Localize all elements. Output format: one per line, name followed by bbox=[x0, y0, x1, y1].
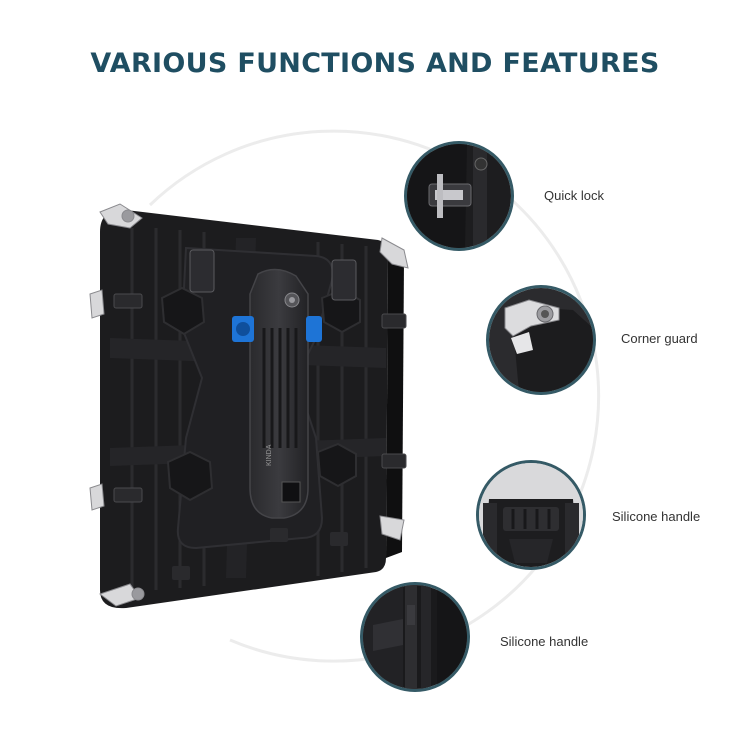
silicone-handle-icon bbox=[479, 463, 583, 567]
page-title: VARIOUS FUNCTIONS AND FEATURES bbox=[90, 48, 660, 79]
led-cabinet-panel: KINDA bbox=[86, 198, 418, 618]
panel-edge-icon bbox=[363, 585, 467, 689]
feature-corner-guard-image bbox=[486, 285, 596, 395]
feature-quick-lock-image bbox=[404, 141, 514, 251]
quick-lock-icon bbox=[407, 144, 511, 248]
feature-label: Silicone handle bbox=[612, 509, 701, 524]
feature-silicone-handle-image bbox=[476, 460, 586, 570]
brand-logo: KINDA bbox=[266, 444, 273, 466]
feature-label: Quick lock bbox=[544, 188, 604, 203]
feature-label: Silicone handle bbox=[500, 634, 589, 649]
corner-guard-icon bbox=[489, 288, 593, 392]
led-cabinet-illustration: KINDA bbox=[89, 203, 409, 609]
feature-panel-edge-image bbox=[360, 582, 470, 692]
feature-label: Corner guard bbox=[621, 331, 698, 346]
